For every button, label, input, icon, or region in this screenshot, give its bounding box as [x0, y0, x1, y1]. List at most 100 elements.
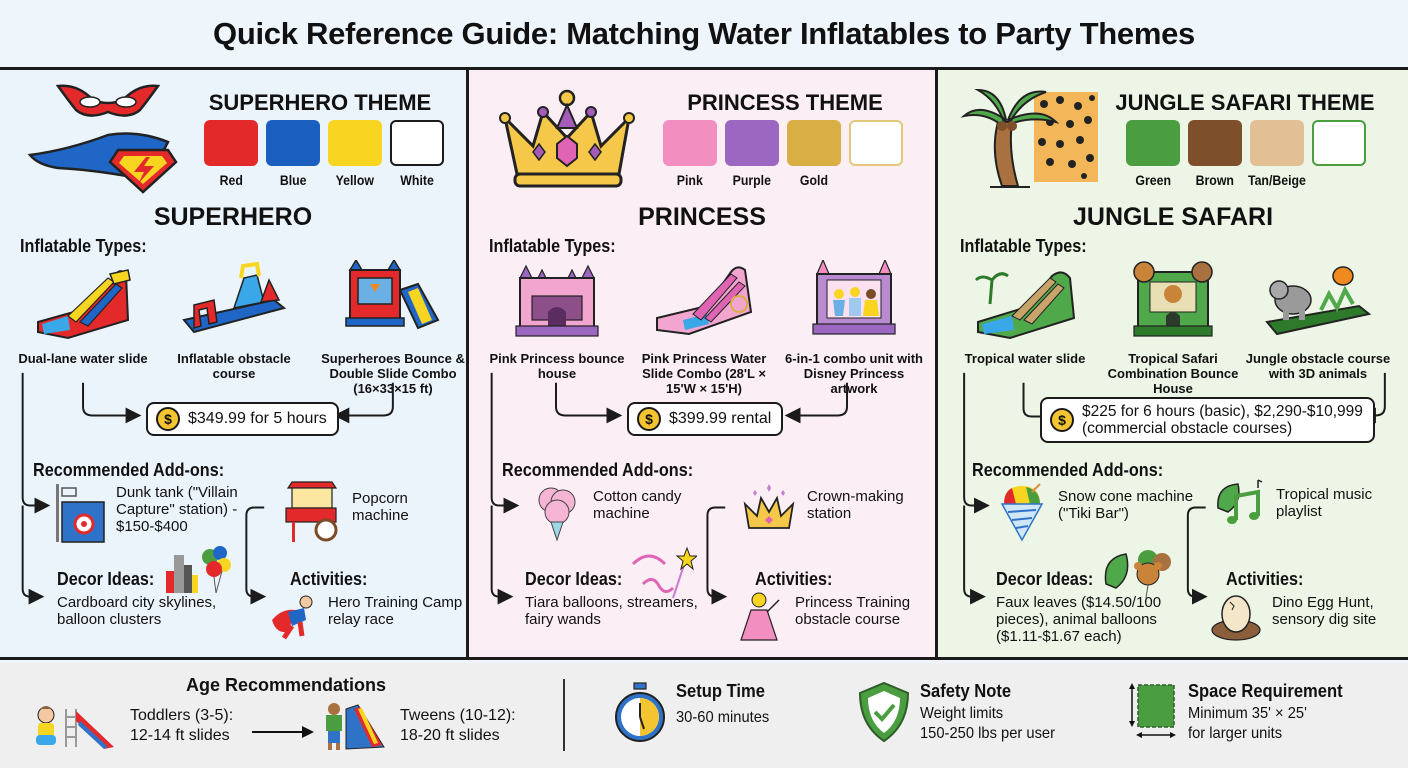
addon-item: Snow cone machine ("Tiki Bar"): [996, 482, 1196, 542]
theme-heading: PRINCESS THEME: [687, 90, 883, 115]
addons-label: Recommended Add-ons:: [33, 460, 225, 480]
theme-heading: JUNGLE SAFARI THEME: [1115, 90, 1375, 115]
music-leaf-icon: [1217, 479, 1263, 524]
addon-item: Popcorn machine: [282, 480, 462, 544]
city-balloons-icon: [166, 546, 231, 594]
inflatable-caption: Pink Princess Water Slide Combo (28'L × …: [641, 351, 767, 396]
snow-cone-icon: [1000, 483, 1044, 542]
crown-icon: [499, 89, 635, 188]
space-area-icon: [1129, 683, 1176, 738]
theme-name: SUPERHERO: [153, 203, 313, 231]
pink-slide-icon: [656, 266, 753, 336]
addons-label: Recommended Add-ons:: [972, 460, 1164, 480]
age-recommendations: Age Recommendations Toddlers (3-5):12-14…: [0, 663, 560, 768]
small-crown-icon: [743, 484, 795, 529]
popcorn-cart-icon: [285, 481, 338, 542]
inflatable-caption: 6-in-1 combo unit with Disney Princess a…: [785, 351, 923, 396]
activity-item: Princess Training obstacle course: [733, 590, 933, 646]
age-tweens: Tweens (10-12):18-20 ft slides: [322, 701, 516, 751]
inflatable-caption: Inflatable obstacle course: [177, 351, 291, 381]
princess-icon: [740, 592, 780, 641]
swatch-purple: Purple: [725, 120, 779, 188]
price-badge: $ $225 for 6 hours (basic), $2,290-$10,9…: [1040, 397, 1375, 443]
arrow-right-icon: [252, 726, 314, 738]
dollar-coin-icon: $: [1050, 408, 1074, 432]
theme-name: JUNGLE SAFARI: [1072, 203, 1274, 231]
inflatable-caption: Pink Princess bounce house: [489, 351, 625, 381]
swatch-white: [1312, 120, 1366, 188]
palm-leopard-icon: [960, 88, 1098, 188]
addon-item: Cotton candy machine: [531, 482, 731, 542]
inflatable-types-label: Inflatable Types:: [960, 236, 1087, 256]
swatch-yellow: Yellow: [328, 120, 382, 188]
age-title: Age Recommendations: [186, 675, 387, 695]
theme-panels: SUPERHERO THEME Red Blue Yellow White SU…: [0, 67, 1408, 660]
inflatable-caption: Dual-lane water slide: [18, 351, 148, 366]
tween-slide-icon: [326, 703, 385, 750]
activity-item: Hero Training Camp relay race: [266, 590, 466, 642]
color-swatches: Red Blue Yellow White: [204, 120, 444, 188]
swatch-brown: Brown: [1188, 120, 1242, 188]
bounce-combo-icon: [345, 258, 440, 330]
panel-princess: PRINCESS THEME Pink Purple Gold PRINCESS…: [469, 70, 938, 657]
swatch-green: Green: [1126, 120, 1180, 188]
cotton-candy-icon: [538, 487, 576, 542]
dollar-coin-icon: $: [156, 407, 180, 431]
swatch-white: [849, 120, 903, 188]
inflatable-caption: Jungle obstacle course with 3D animals: [1245, 351, 1391, 381]
decor-label: Decor Ideas:: [996, 569, 1094, 589]
dino-egg-icon: [1211, 595, 1261, 641]
dollar-coin-icon: $: [637, 407, 661, 431]
inflatable-item: 6-in-1 combo unit with Disney Princess a…: [779, 258, 929, 396]
panel-jungle-safari: JUNGLE SAFARI THEME Green Brown Tan/Beig…: [938, 70, 1408, 657]
inflatable-item: Inflatable obstacle course: [159, 260, 309, 381]
castle-icon: [515, 264, 599, 337]
price-badge: $ $349.99 for 5 hours: [146, 402, 339, 436]
swatch-white: White: [390, 120, 444, 188]
fact-setup-time: Setup Time 30-60 minutes: [614, 681, 777, 743]
footer-divider: [563, 679, 565, 751]
inflatable-item: Dual-lane water slide: [8, 260, 158, 366]
page-title: Quick Reference Guide: Matching Water In…: [0, 0, 1408, 68]
panel-superhero: SUPERHERO THEME Red Blue Yellow White SU…: [0, 70, 469, 657]
inflatable-item: Pink Princess Water Slide Combo (28'L × …: [629, 260, 779, 396]
addons-label: Recommended Add-ons:: [502, 460, 694, 480]
inflatable-types-label: Inflatable Types:: [489, 236, 616, 256]
flying-hero-icon: [272, 595, 313, 640]
princess-combo-icon: [812, 258, 896, 335]
jungle-obstacle-icon: [1265, 266, 1372, 336]
swatch-red: Red: [204, 120, 258, 188]
toddler-slide-icon: [36, 706, 114, 749]
dunk-tank-icon: [56, 484, 105, 543]
decor-label: Decor Ideas:: [525, 569, 623, 589]
decor-label: Decor Ideas:: [57, 569, 155, 589]
fact-space-requirement: Space Requirement Minimum 35' × 25'for l…: [1128, 681, 1356, 744]
swatch-gold: Gold: [787, 120, 841, 188]
inflatable-item: Tropical Safari Combination Bounce House: [1098, 260, 1248, 396]
activity-item: Dino Egg Hunt, sensory dig site: [1210, 588, 1404, 644]
obstacle-course-icon: [182, 261, 287, 334]
theme-name: PRINCESS: [638, 203, 766, 231]
tropical-slide-icon: [974, 271, 1076, 340]
activities-label: Activities:: [290, 569, 368, 589]
activities-label: Activities:: [1226, 569, 1304, 589]
age-toddlers: Toddlers (3-5):12-14 ft slides: [32, 701, 233, 751]
swatch-pink: Pink: [663, 120, 717, 188]
price-badge: $ $399.99 rental: [627, 402, 784, 436]
addon-item: Crown-making station: [741, 482, 931, 534]
inflatable-item: Pink Princess bounce house: [482, 260, 632, 381]
water-slide-icon: [37, 269, 131, 340]
inflatable-item: Jungle obstacle course with 3D animals: [1243, 260, 1393, 381]
stopwatch-icon: [615, 682, 665, 742]
decor-item: Cardboard city skylines, balloon cluster…: [57, 594, 217, 628]
safari-bounce-icon: [1133, 261, 1213, 337]
superhero-mask-cape-icon: [27, 84, 178, 194]
addon-item: Tropical music playlist: [1214, 478, 1404, 530]
inflatable-caption: Tropical water slide: [964, 351, 1086, 366]
inflatable-types-label: Inflatable Types:: [20, 236, 147, 256]
color-swatches: Green Brown Tan/Beige: [1126, 120, 1366, 188]
tiara-wand-icon: [631, 546, 697, 599]
color-swatches: Pink Purple Gold: [663, 120, 903, 188]
decor-item: Faux leaves ($14.50/100 pieces), animal …: [996, 594, 1162, 645]
